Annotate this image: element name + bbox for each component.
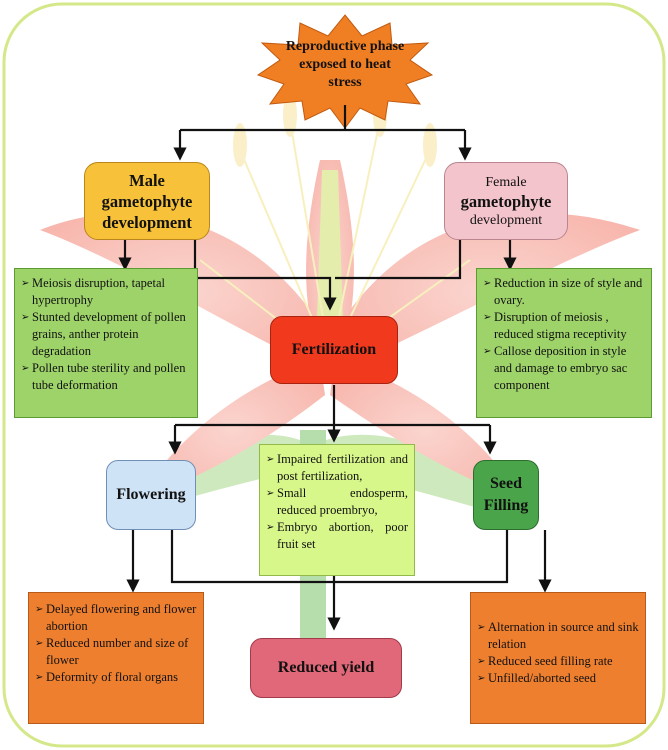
flowering-box: Flowering [106,460,196,530]
seed-effect-item: Unfilled/aborted seed [477,670,639,687]
female-effect-item: Reduction in size of style and ovary. [483,275,645,309]
fertilization-box: Fertilization [270,316,398,384]
seed-effect-item: Reduced seed filling rate [477,653,639,670]
reduced-yield-title: Reduced yield [277,659,375,676]
fertilization-effect-item: Embryo abortion, poor fruit set [266,519,408,553]
seed-title-line2: Filling [483,497,529,514]
flowering-effect-item: Delayed flowering and flower abortion [35,601,197,635]
flowering-effect-item: Deformity of floral organs [35,669,197,686]
female-title-line1: Female [485,174,527,190]
female-effect-item: Disruption of meiosis , reduced stigma r… [483,309,645,343]
male-effect-item: Pollen tube sterility and pollen tube de… [21,360,191,394]
female-title-line3: development [469,212,543,228]
male-gametophyte-title: Male gametophyte development [101,170,193,232]
seed-effect-item: Alternation in source and sink relation [477,619,639,653]
fertilization-effect-item: Small endosperm, reduced proembryo, [266,485,408,519]
male-effects-box: Meiosis disruption, tapetal hypertrophy … [14,268,198,418]
fertilization-effects-box: Impaired fertilization and post fertiliz… [259,444,415,576]
male-gametophyte-box: Male gametophyte development [84,162,210,240]
female-effects-box: Reduction in size of style and ovary. Di… [476,268,652,418]
female-title-line2: gametophyte [460,191,552,211]
male-effect-item: Stunted development of pollen grains, an… [21,309,191,360]
fertilization-title: Fertilization [291,341,377,358]
female-gametophyte-box: Female gametophyte development [444,162,568,240]
seed-title-line1: Seed [490,475,522,492]
flowering-title: Flowering [116,486,186,503]
fertilization-effect-item: Impaired fertilization and post fertiliz… [266,451,408,485]
flowering-effect-item: Reduced number and size of flower [35,635,197,669]
heat-stress-label: Reproductive phase exposed to heat stres… [285,39,405,90]
flowering-effects-box: Delayed flowering and flower abortion Re… [28,592,204,724]
seed-filling-box: Seed Filling [473,460,539,530]
reduced-yield-box: Reduced yield [250,638,402,698]
male-effect-item: Meiosis disruption, tapetal hypertrophy [21,275,191,309]
seed-effects-box: Alternation in source and sink relation … [470,592,646,724]
female-effect-item: Callose deposition in style and damage t… [483,343,645,394]
